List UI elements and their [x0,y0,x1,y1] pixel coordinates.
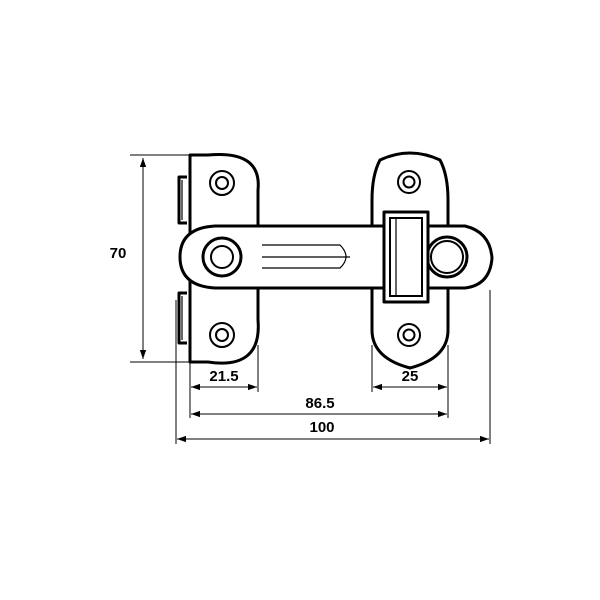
hole-spacing-label: 86.5 [305,395,334,412]
overall-width-label: 100 [309,419,334,436]
right-plate-bottom-screw-hole [397,323,421,347]
swing-bar [178,224,494,290]
height-dimension: 70 [110,154,205,363]
left-plate-upper-lug [177,175,187,225]
left-plate-top-screw-hole [209,170,235,196]
left-plate-lower-lug [177,291,187,345]
right-plate-width-dimension: 25 [373,368,447,391]
right-plate-width-label: 25 [402,368,419,385]
left-plate-bottom-screw-hole [209,322,235,348]
height-dimension-label: 70 [110,245,127,262]
left-plate-width-label: 21.5 [209,368,238,385]
overall-width-dimension: 100 [177,419,489,443]
hole-spacing-dimension: 86.5 [191,395,447,418]
end-knob [425,235,469,279]
keeper-hook [382,210,430,304]
right-plate-top-screw-hole [397,170,421,194]
left-plate-width-dimension: 21.5 [191,368,257,391]
pivot-rivet [201,236,243,278]
